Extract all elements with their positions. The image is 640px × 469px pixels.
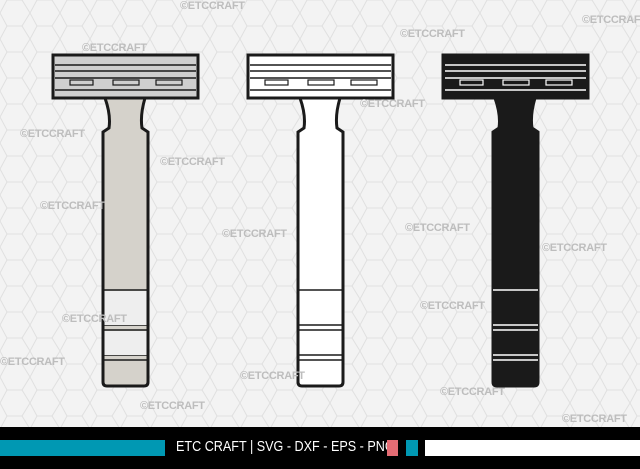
razor-gray-filled — [51, 53, 200, 388]
watermark: ©ETCCRAFT — [62, 313, 127, 325]
watermark: ©ETCCRAFT — [582, 14, 640, 26]
razor-head — [246, 53, 395, 100]
footer-banner: ETC CRAFT | SVG - DXF - EPS - PNG — [0, 427, 640, 469]
pink-swatch — [387, 440, 398, 456]
watermark: ©ETCCRAFT — [160, 156, 225, 168]
razor-outline — [246, 53, 395, 388]
razor-head — [441, 53, 590, 100]
watermark: ©ETCCRAFT — [360, 98, 425, 110]
razor-head — [51, 53, 200, 100]
watermark: ©ETCCRAFT — [405, 222, 470, 234]
white-bar — [425, 440, 640, 456]
watermark: ©ETCCRAFT — [180, 0, 245, 12]
watermark: ©ETCCRAFT — [420, 300, 485, 312]
razor-black-filled — [441, 53, 590, 388]
razor-handle — [296, 96, 345, 388]
watermark: ©ETCCRAFT — [82, 42, 147, 54]
cyan-bar — [0, 440, 165, 456]
razor-handle — [491, 96, 540, 388]
watermark: ©ETCCRAFT — [222, 228, 287, 240]
watermark: ©ETCCRAFT — [0, 356, 65, 368]
watermark: ©ETCCRAFT — [400, 28, 465, 40]
watermark: ©ETCCRAFT — [542, 242, 607, 254]
watermark: ©ETCCRAFT — [40, 200, 105, 212]
watermark: ©ETCCRAFT — [562, 413, 627, 425]
cyan-swatch — [406, 440, 418, 456]
watermark: ©ETCCRAFT — [140, 400, 205, 412]
razor-artwork — [0, 0, 640, 427]
footer-text: ETC CRAFT | SVG - DXF - EPS - PNG — [176, 438, 395, 455]
watermark: ©ETCCRAFT — [240, 370, 305, 382]
watermark: ©ETCCRAFT — [20, 128, 85, 140]
watermark: ©ETCCRAFT — [440, 386, 505, 398]
